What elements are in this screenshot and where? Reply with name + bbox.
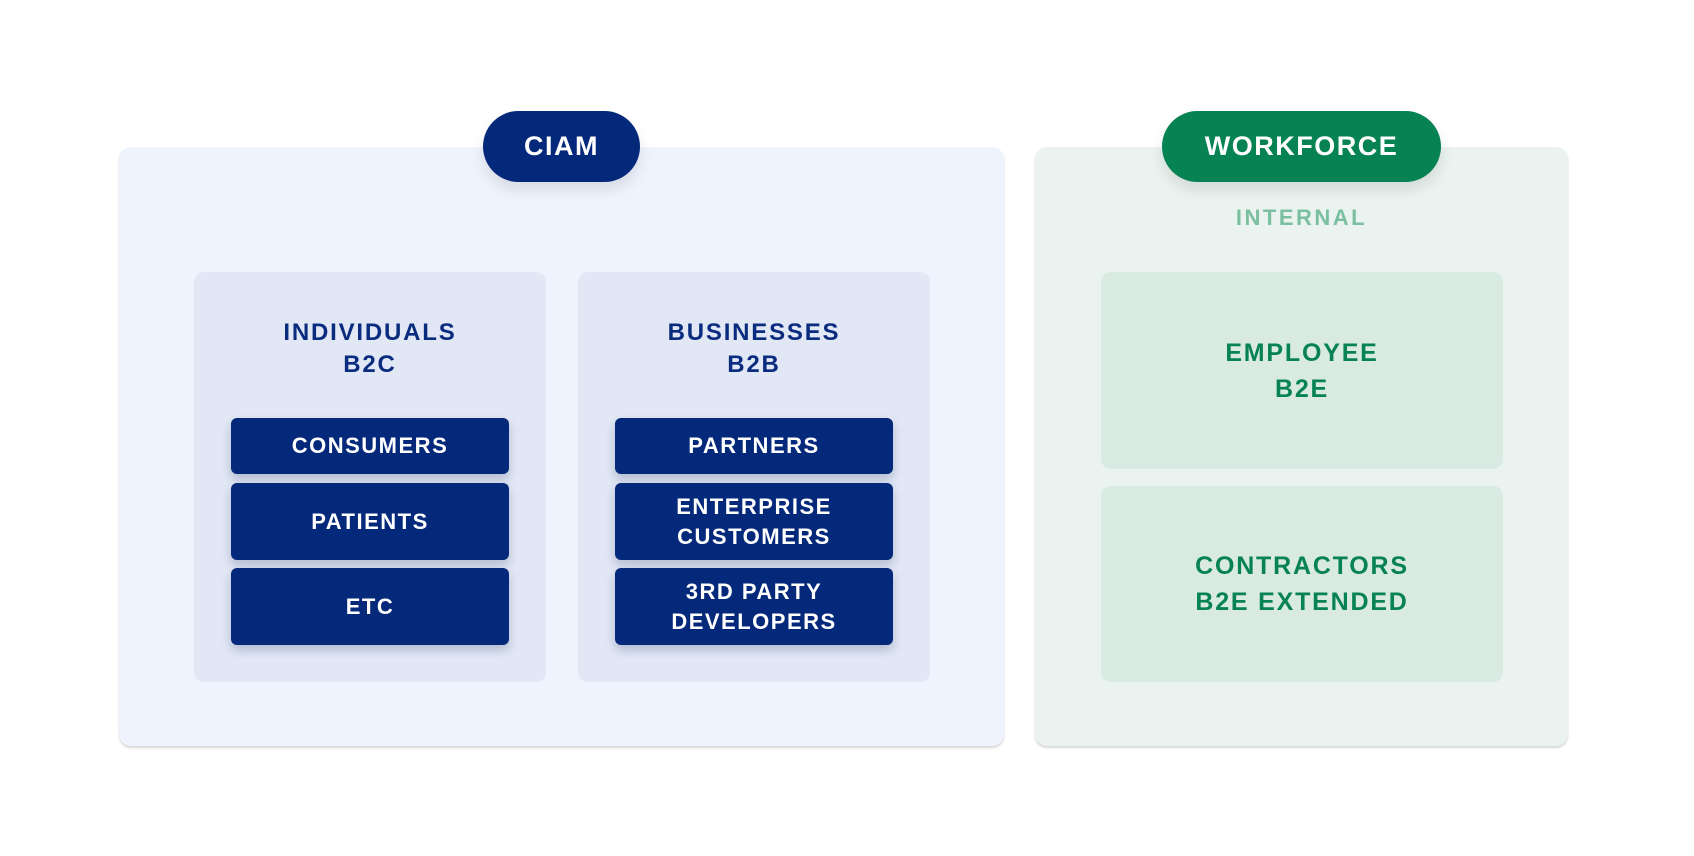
item-3rd-party-developers: 3RD PARTY DEVELOPERS xyxy=(615,568,893,645)
group-label-line1: EMPLOYEE xyxy=(1225,338,1379,367)
item-enterprise-customers: ENTERPRISE CUSTOMERS xyxy=(615,483,893,560)
group-title: INDIVIDUALS B2C xyxy=(194,317,546,381)
group-title-line1: INDIVIDUALS xyxy=(283,319,457,346)
ciam-label: CIAM xyxy=(524,131,599,161)
item-partners: PARTNERS xyxy=(615,418,893,474)
group-title: BUSINESSES B2B xyxy=(578,317,930,381)
item-label: PATIENTS xyxy=(311,508,429,534)
workforce-label: WORKFORCE xyxy=(1204,131,1399,161)
group-title-line2: B2B xyxy=(727,351,781,378)
workforce-pill: WORKFORCE xyxy=(1162,111,1441,182)
group-employee-b2e: EMPLOYEE B2E xyxy=(1101,272,1503,469)
group-label-line1: CONTRACTORS xyxy=(1195,552,1409,580)
item-consumers: CONSUMERS xyxy=(231,418,509,474)
group-contractors-b2e-extended: CONTRACTORS B2E EXTENDED xyxy=(1101,486,1503,682)
group-title-line2: B2C xyxy=(343,351,397,378)
item-label-line2: CUSTOMERS xyxy=(677,523,831,549)
group-label-line2: B2E xyxy=(1274,374,1330,403)
group-title-line1: BUSINESSES xyxy=(667,319,841,346)
item-label: PARTNERS xyxy=(688,433,820,458)
ciam-pill: CIAM xyxy=(483,111,640,182)
group-label-line2: B2E EXTENDED xyxy=(1195,588,1409,616)
item-label-line2: DEVELOPERS xyxy=(671,608,837,634)
item-label: ETC xyxy=(345,593,395,619)
item-label: CONSUMERS xyxy=(291,433,449,458)
workforce-subtitle: INTERNAL xyxy=(1235,205,1368,230)
group-businesses-b2b: BUSINESSES B2B PARTNERS ENTERPRISE CUSTO… xyxy=(578,272,930,682)
item-label-line1: 3RD PARTY xyxy=(685,578,823,604)
item-etc: ETC xyxy=(231,568,509,645)
item-patients: PATIENTS xyxy=(231,483,509,560)
item-label-line1: ENTERPRISE xyxy=(676,493,832,519)
group-individuals-b2c: INDIVIDUALS B2C CONSUMERS PATIENTS ETC xyxy=(194,272,546,682)
